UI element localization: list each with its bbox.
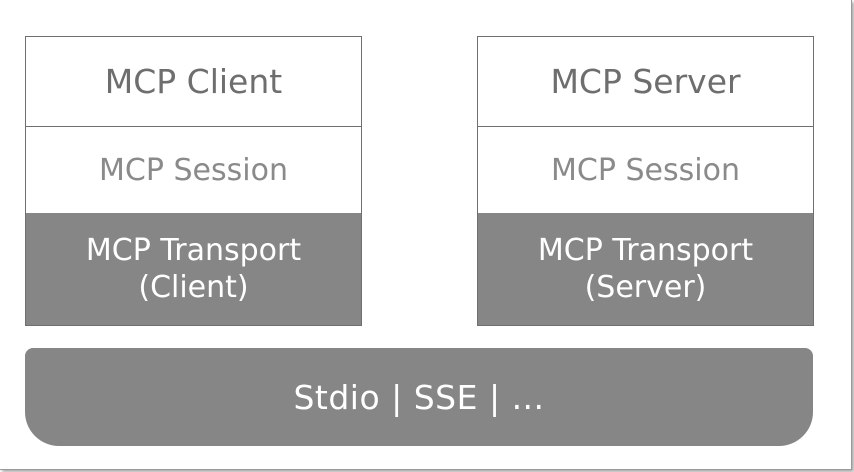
server-layer: MCP Server xyxy=(478,37,813,127)
client-transport-label: MCP Transport xyxy=(85,232,302,268)
client-session-label: MCP Session xyxy=(99,152,288,188)
client-transport-sublabel: (Client) xyxy=(138,270,249,305)
server-transport-sublabel: (Server) xyxy=(584,270,707,305)
client-transport-layer: MCP Transport (Client) xyxy=(26,213,361,325)
client-session-layer: MCP Session xyxy=(26,127,361,213)
server-title: MCP Server xyxy=(550,62,741,101)
client-layer: MCP Client xyxy=(26,37,361,127)
client-title: MCP Client xyxy=(104,62,283,101)
transport-base-layer: Stdio | SSE | ... xyxy=(25,348,813,446)
server-transport-layer: MCP Transport (Server) xyxy=(478,213,813,325)
server-session-label: MCP Session xyxy=(551,152,740,188)
transport-base-label: Stdio | SSE | ... xyxy=(293,377,545,417)
server-session-layer: MCP Session xyxy=(478,127,813,213)
client-stack: MCP Client MCP Session MCP Transport (Cl… xyxy=(25,36,362,326)
server-stack: MCP Server MCP Session MCP Transport (Se… xyxy=(477,36,814,326)
server-transport-label: MCP Transport xyxy=(537,232,754,268)
